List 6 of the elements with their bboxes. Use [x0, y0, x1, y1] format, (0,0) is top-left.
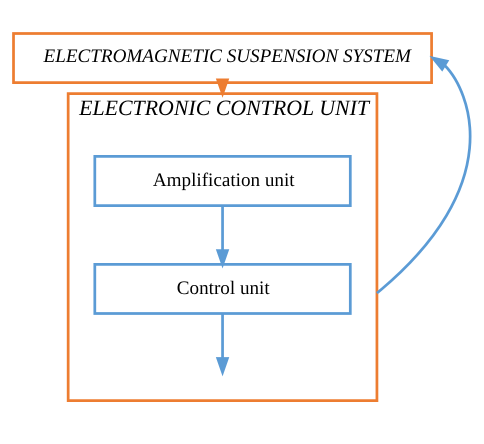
node-box: Control unit [93, 262, 352, 314]
node-box: Amplification unit [93, 154, 352, 206]
arrow [376, 55, 472, 294]
arrow [216, 313, 230, 376]
arrow [216, 78, 230, 98]
arrow [216, 205, 230, 268]
